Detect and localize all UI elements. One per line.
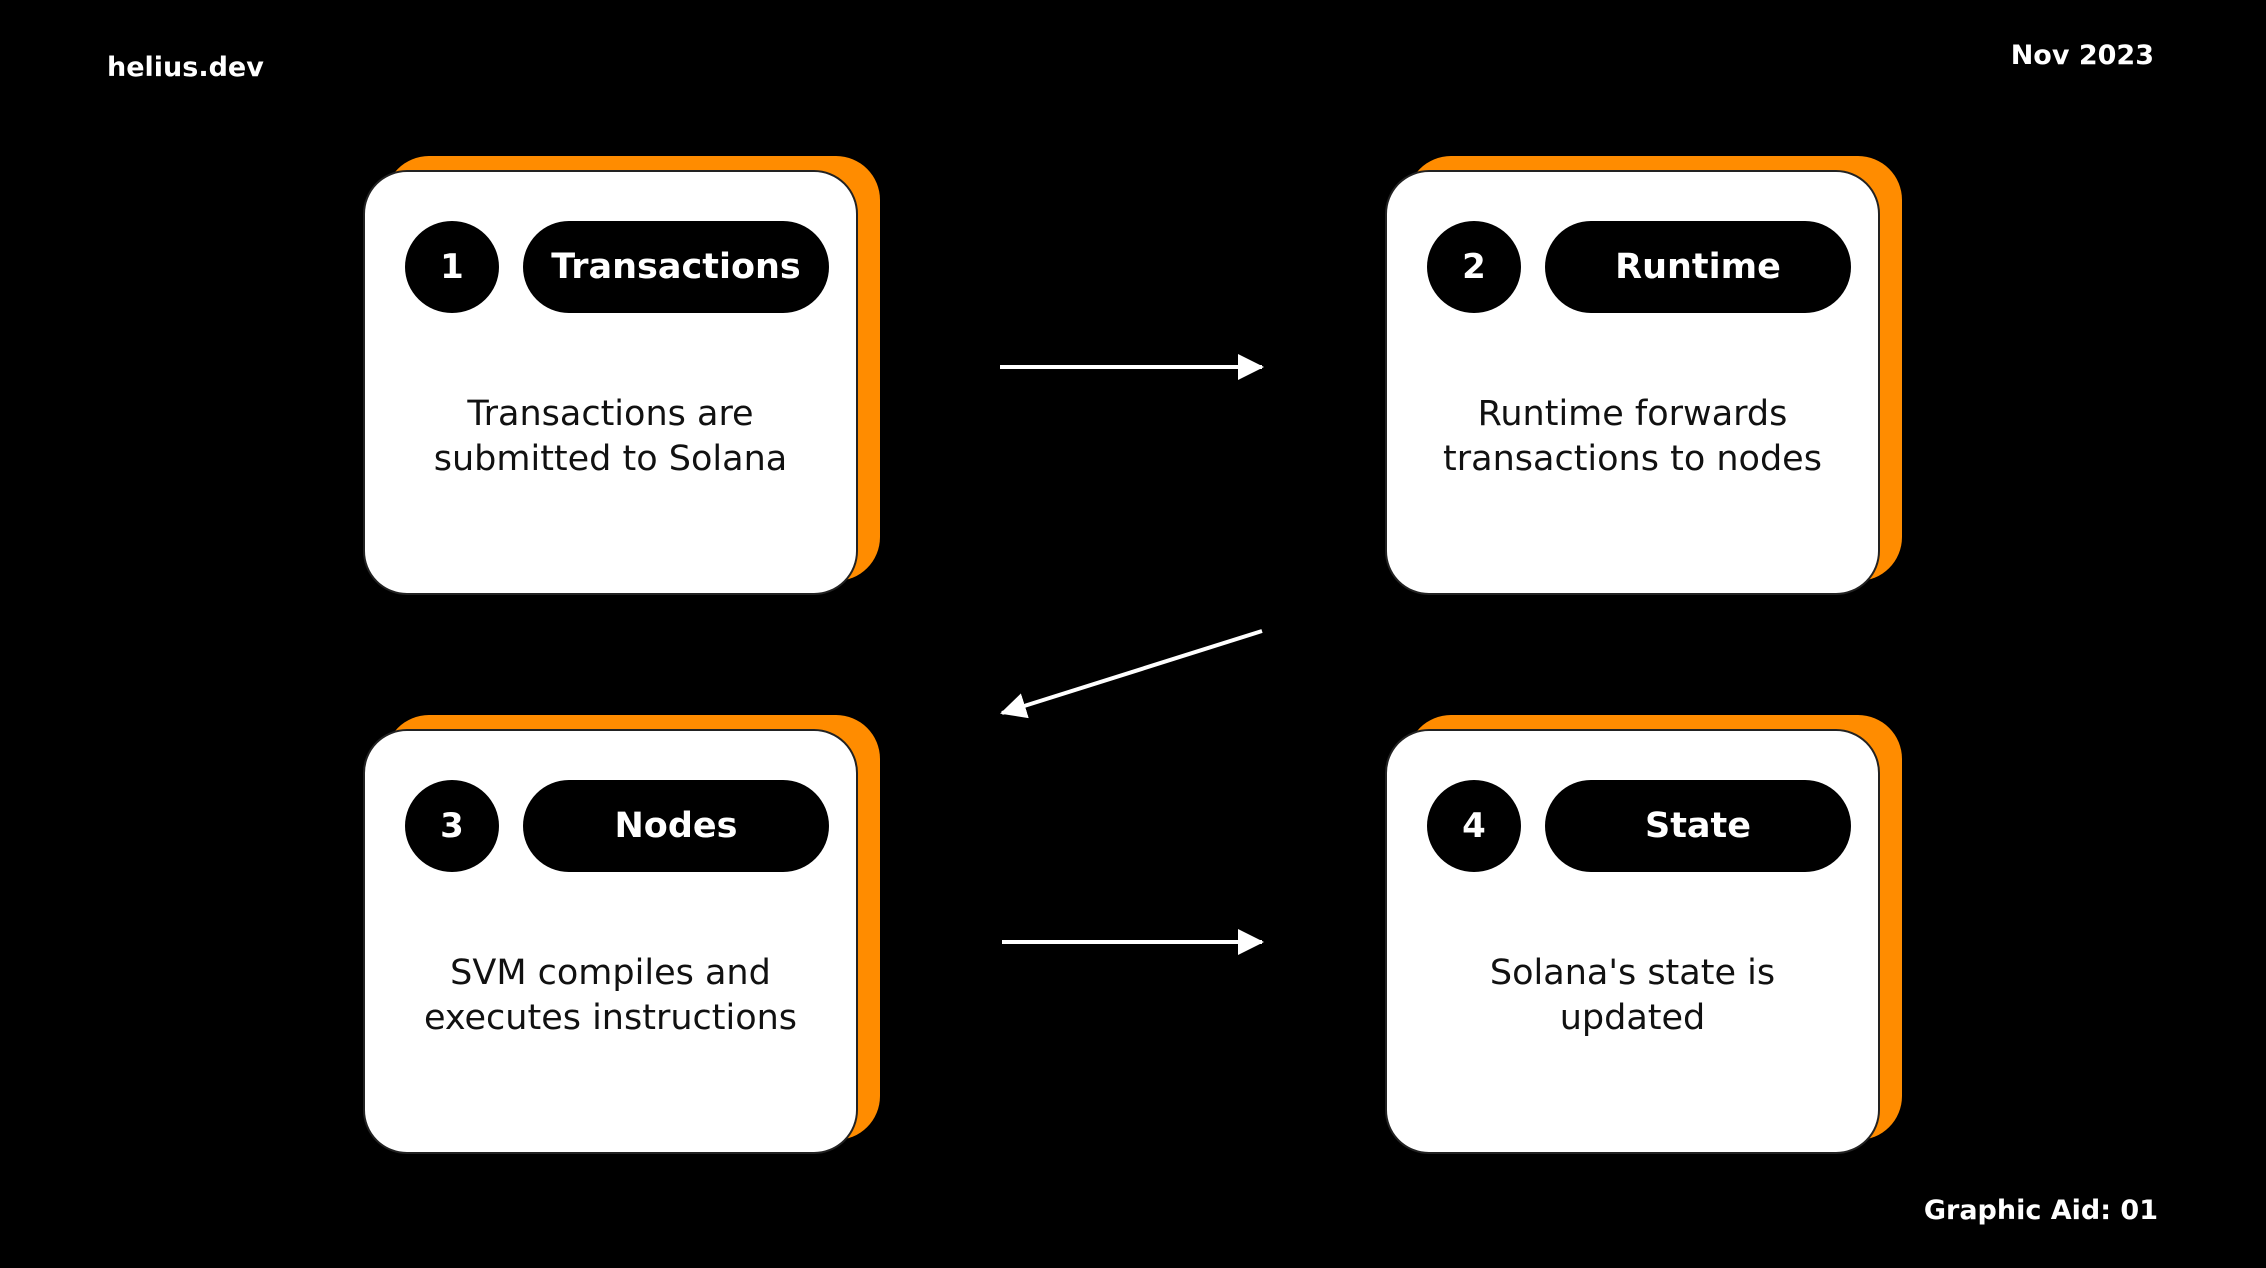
step-title-pill: Transactions [523,221,829,313]
step-description: Transactions are submitted to Solana [433,394,788,479]
step-description: Runtime forwards transactions to nodes [1443,394,1822,479]
card-body: 3 Nodes SVM compiles and executes instru… [363,729,858,1154]
step-card-2: 2 Runtime Runtime forwards transactions … [1385,156,1902,595]
step-number-badge: 2 [1427,221,1521,313]
step-description: Solana's state is updated [1489,953,1776,1038]
card-body: 4 State Solana's state is updated [1385,729,1880,1154]
step-card-4: 4 State Solana's state is updated [1385,715,1902,1154]
card-body: 2 Runtime Runtime forwards transactions … [1385,170,1880,595]
step-title-pill: Runtime [1545,221,1851,313]
graphic-aid-label: Graphic Aid: 01 [1923,1195,2158,1226]
step-number-badge: 4 [1427,780,1521,872]
step-title-pill: Nodes [523,780,829,872]
arrow-2-to-3 [1000,629,1263,719]
brand-label: helius.dev [107,52,264,83]
step-card-1: 1 Transactions Transactions are submitte… [363,156,880,595]
step-title-pill: State [1545,780,1851,872]
date-label: Nov 2023 [2010,40,2154,71]
step-number-badge: 1 [405,221,499,313]
card-body: 1 Transactions Transactions are submitte… [363,170,858,595]
step-card-3: 3 Nodes SVM compiles and executes instru… [363,715,880,1154]
step-description: SVM compiles and executes instructions [423,953,798,1038]
step-number-badge: 3 [405,780,499,872]
